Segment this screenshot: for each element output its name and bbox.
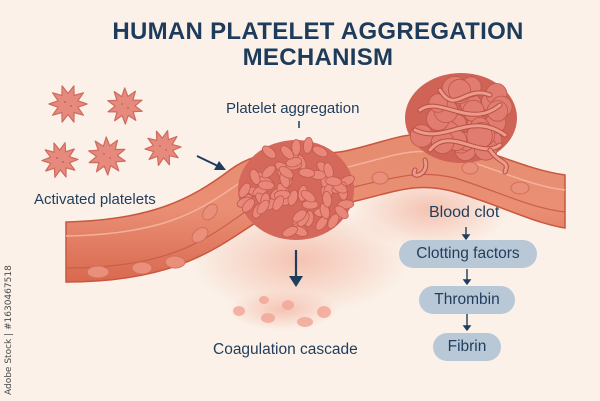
activated-platelet bbox=[144, 130, 182, 166]
arrow-to-coagulation bbox=[289, 250, 303, 287]
cascade-step-fibrin: Fibrin bbox=[433, 333, 501, 361]
label-blood-clot: Blood clot bbox=[429, 204, 500, 221]
label-activated-platelets: Activated platelets bbox=[34, 191, 156, 208]
activated-platelet bbox=[48, 85, 88, 123]
activated-platelet bbox=[88, 136, 126, 176]
platelet-aggregate bbox=[236, 136, 355, 240]
label-coagulation-cascade: Coagulation cascade bbox=[213, 341, 358, 358]
title-line-1: HUMAN PLATELET AGGREGATION bbox=[112, 18, 524, 45]
activated-platelets bbox=[41, 85, 182, 178]
label-platelet-aggregation: Platelet aggregation bbox=[226, 100, 360, 117]
stock-watermark: Adobe Stock | #1630467518 bbox=[4, 265, 14, 395]
activated-platelet bbox=[41, 142, 79, 178]
blood-clot-illustration bbox=[405, 73, 517, 178]
cascade-step-thrombin: Thrombin bbox=[419, 286, 515, 314]
arrow-to-aggregation bbox=[196, 155, 226, 170]
title-line-2: MECHANISM bbox=[242, 44, 394, 71]
cascade-arrows bbox=[461, 227, 472, 332]
cascade-step-clotting-factors: Clotting factors bbox=[399, 240, 537, 268]
coagulation-blob bbox=[228, 290, 338, 330]
tissue-glow bbox=[190, 205, 410, 315]
red-blood-cells bbox=[86, 161, 530, 279]
activated-platelet bbox=[107, 87, 143, 125]
